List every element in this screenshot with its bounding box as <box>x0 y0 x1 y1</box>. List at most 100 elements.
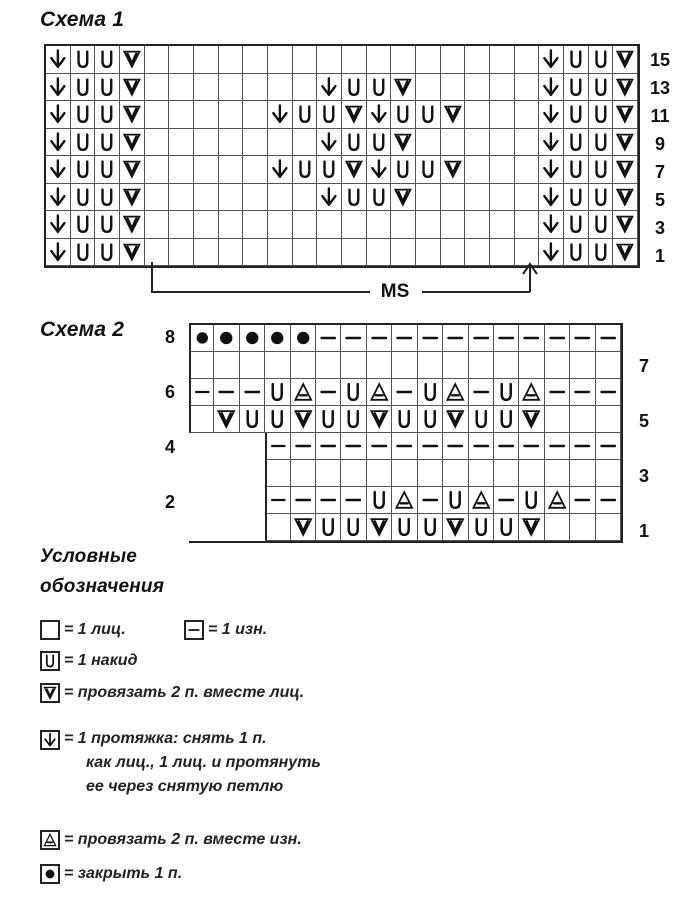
row-number: 2 <box>164 492 175 512</box>
chart-cell <box>563 73 589 101</box>
chart-cell <box>366 433 393 460</box>
chart-cell <box>415 183 441 211</box>
purl-icon <box>421 498 438 502</box>
chart-cell <box>267 101 293 129</box>
purl-icon <box>498 498 515 502</box>
chart-cell <box>292 46 318 74</box>
row-number: 11 <box>650 106 670 126</box>
skpo-icon <box>50 49 66 69</box>
chart-cell <box>468 325 494 352</box>
chart-cell <box>290 325 317 352</box>
chart-cell <box>317 73 342 101</box>
purl-icon <box>320 444 337 448</box>
yarn-over-icon <box>398 409 411 429</box>
chart-cell <box>169 211 194 239</box>
chart-cell <box>563 211 589 239</box>
chart-cell <box>119 101 145 129</box>
row-number: 8 <box>164 327 175 347</box>
chart-cell <box>539 183 564 211</box>
chart-cell <box>468 406 494 433</box>
chart-cell <box>391 183 416 211</box>
chart-cell <box>239 325 266 352</box>
chart-cell <box>417 325 444 352</box>
ms-bracket <box>151 262 538 293</box>
chart-cell <box>317 211 342 239</box>
k2tog-icon <box>616 188 635 207</box>
chart-cell <box>443 433 469 460</box>
yarn-over-icon <box>373 490 385 510</box>
purl-icon <box>548 336 565 340</box>
chart-cell <box>514 211 540 239</box>
chart-cell <box>519 460 545 487</box>
k2tog-icon <box>394 188 413 207</box>
chart-cell <box>193 211 219 239</box>
yarn-over-icon <box>594 105 607 124</box>
chart-cell <box>366 101 392 129</box>
chart-cell <box>341 460 367 487</box>
legend-text-knit: = 1 лиц. <box>64 621 126 638</box>
skpo-icon <box>40 730 60 750</box>
chart-cell <box>417 460 444 487</box>
yarn-over-icon <box>397 160 409 179</box>
chart-cell <box>292 183 318 211</box>
k2tog-icon <box>344 160 363 179</box>
chart-cell <box>366 128 392 156</box>
chart-cell <box>570 379 596 406</box>
chart-cell <box>317 128 342 156</box>
chart-cell <box>443 352 469 379</box>
chart-cell <box>341 433 367 460</box>
chart-cell <box>391 238 416 266</box>
empty-area <box>239 487 266 514</box>
scheme2-chart <box>189 323 623 543</box>
yarn-over-icon <box>322 517 334 537</box>
chart-cell <box>415 156 441 184</box>
chart-cell <box>265 352 291 379</box>
chart-cell <box>539 73 564 101</box>
p2tog-icon <box>522 382 541 401</box>
chart-cell <box>316 487 342 514</box>
chart-cell <box>316 514 342 541</box>
chart-cell <box>265 460 291 487</box>
purl-icon <box>523 336 540 340</box>
yarn-over-icon <box>101 105 113 124</box>
chart-cell <box>341 73 367 101</box>
yarn-over-icon <box>271 382 284 402</box>
k2tog-icon <box>445 518 465 537</box>
chart-cell <box>317 156 342 184</box>
row-number: 7 <box>638 356 649 376</box>
chart-cell <box>613 128 638 156</box>
row-number: 4 <box>164 437 175 457</box>
chart-cell <box>316 433 342 460</box>
chart-cell <box>570 433 596 460</box>
chart-cell <box>519 352 545 379</box>
purl-icon <box>184 620 204 640</box>
chart-cell <box>417 406 444 433</box>
chart-cell <box>366 460 393 487</box>
chart-cell <box>341 238 367 266</box>
chart-cell <box>70 73 96 101</box>
legend-text-skpo-3: ее через снятую петлю <box>86 778 284 795</box>
chart-cell <box>493 514 520 541</box>
purl-icon <box>371 444 388 448</box>
empty-area <box>239 460 266 487</box>
purl-icon <box>574 498 591 502</box>
yarn-over-icon <box>570 50 582 69</box>
yarn-over-icon <box>398 517 411 537</box>
p2tog-icon <box>547 490 567 509</box>
purl-icon <box>599 444 616 448</box>
legend-title-line1: Условные <box>40 546 138 567</box>
chart-cell <box>95 211 120 239</box>
bind-off-icon <box>271 331 284 345</box>
chart-cell <box>440 183 466 211</box>
chart-cell <box>468 433 494 460</box>
chart-cell <box>588 101 614 129</box>
chart-cell <box>267 73 293 101</box>
row-number: 7 <box>654 162 665 182</box>
chart-cell <box>317 46 342 74</box>
yarn-over-icon <box>594 132 607 151</box>
k2tog-icon <box>394 78 413 97</box>
purl-icon <box>396 390 413 394</box>
chart-cell <box>366 73 392 101</box>
chart-cell <box>544 433 571 460</box>
chart-cell <box>544 406 571 433</box>
